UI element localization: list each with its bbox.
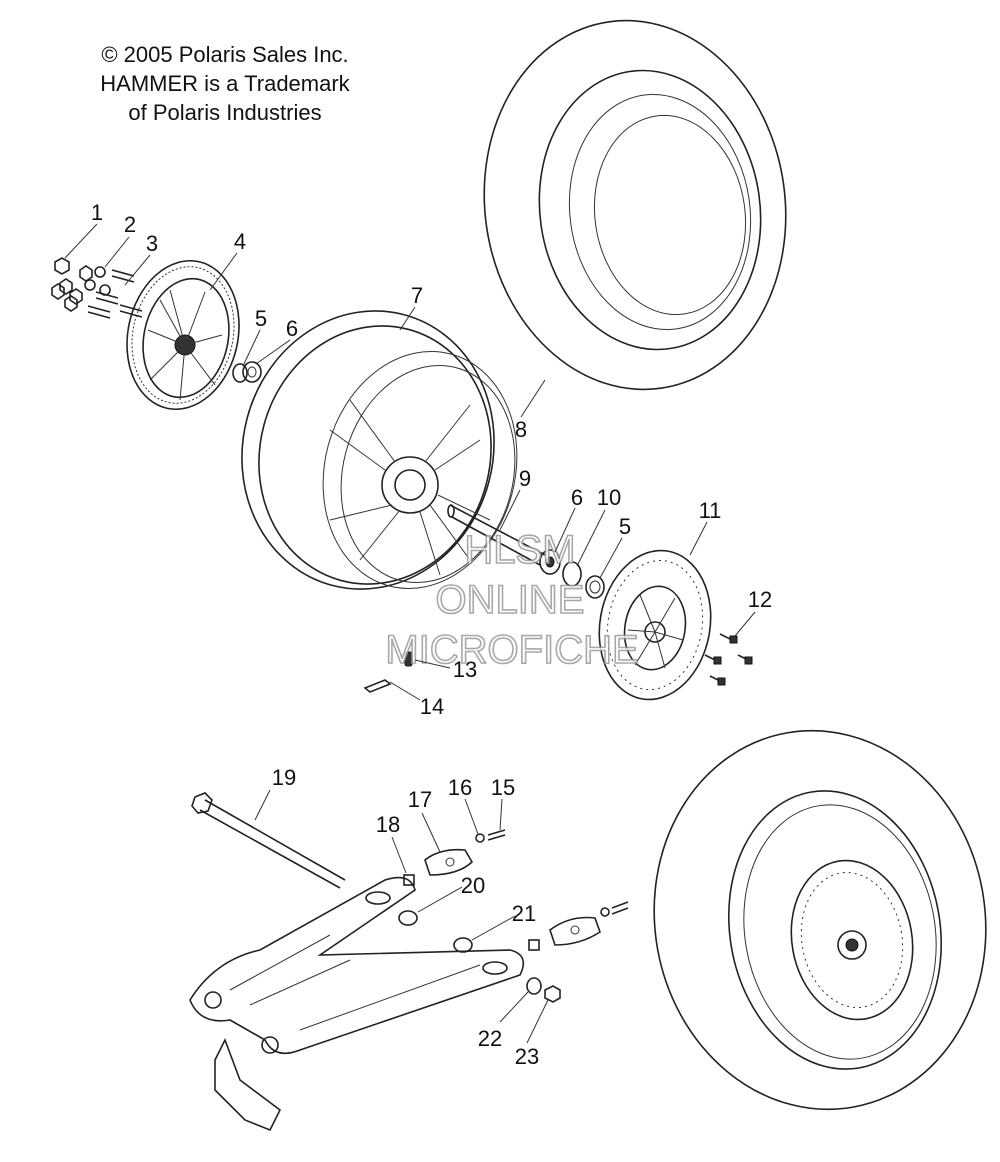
callout-20: 20 bbox=[461, 873, 485, 898]
callout-19: 19 bbox=[272, 765, 296, 790]
callout-14: 14 bbox=[420, 694, 444, 719]
callout-8: 8 bbox=[515, 417, 527, 442]
callout-15: 15 bbox=[491, 775, 515, 800]
watermark-line-3: MICROFICHE bbox=[385, 628, 638, 672]
callout-23: 23 bbox=[515, 1044, 539, 1069]
callout-10: 10 bbox=[597, 485, 621, 510]
valve-stem-parts bbox=[363, 651, 413, 693]
bearing-circlip-spacer-parts bbox=[539, 549, 605, 599]
copyright-notice: © 2005 Polaris Sales Inc. HAMMER is a Tr… bbox=[60, 40, 390, 127]
callout-5-middle: 5 bbox=[619, 514, 631, 539]
callout-6-upper: 6 bbox=[286, 316, 298, 341]
callout-18: 18 bbox=[376, 812, 400, 837]
callout-labels: 1 2 3 4 5 6 7 8 9 6 10 5 11 12 13 14 19 … bbox=[91, 200, 772, 1069]
wheel-rim-part bbox=[241, 310, 518, 590]
callout-16: 16 bbox=[448, 775, 472, 800]
callout-2: 2 bbox=[124, 212, 136, 237]
callout-11: 11 bbox=[699, 498, 722, 523]
leader-lines bbox=[64, 223, 756, 1044]
bushings-parts bbox=[398, 910, 473, 953]
callout-1: 1 bbox=[91, 200, 103, 225]
callout-9: 9 bbox=[519, 466, 531, 491]
copyright-line-2: HAMMER is a Trademark bbox=[100, 71, 350, 96]
copyright-line-3: of Polaris Industries bbox=[128, 100, 322, 125]
pivot-shaft-part bbox=[191, 792, 346, 889]
copyright-line-1: © 2005 Polaris Sales Inc. bbox=[101, 42, 349, 67]
sprocket-part bbox=[126, 259, 240, 411]
callout-3: 3 bbox=[146, 231, 158, 256]
callout-13: 13 bbox=[453, 657, 477, 682]
watermark: HLSM ONLINE MICROFICHE bbox=[385, 527, 640, 673]
callout-12: 12 bbox=[748, 587, 772, 612]
rear-tire-part bbox=[483, 19, 787, 391]
swingarm-part bbox=[189, 876, 525, 1132]
spacer-bearing-upper-parts bbox=[232, 361, 262, 383]
washer-nut-parts bbox=[526, 977, 561, 1003]
callout-21: 21 bbox=[512, 901, 536, 926]
watermark-line-2: ONLINE bbox=[436, 578, 585, 622]
watermark-line-1: HLSM bbox=[464, 528, 575, 572]
adjuster-upper-parts bbox=[403, 829, 506, 886]
callout-6-middle: 6 bbox=[571, 485, 583, 510]
callout-22: 22 bbox=[478, 1026, 502, 1051]
brake-disc-part bbox=[598, 549, 712, 701]
callout-4: 4 bbox=[234, 229, 246, 254]
assembled-wheel-part bbox=[653, 729, 987, 1111]
disc-bolts-parts bbox=[704, 633, 753, 686]
callout-5-upper: 5 bbox=[255, 306, 267, 331]
fastener-group-parts bbox=[51, 257, 143, 319]
axle-part bbox=[447, 504, 546, 566]
callout-7: 7 bbox=[411, 283, 423, 308]
adjuster-lower-parts bbox=[528, 901, 629, 951]
callout-17: 17 bbox=[408, 787, 432, 812]
